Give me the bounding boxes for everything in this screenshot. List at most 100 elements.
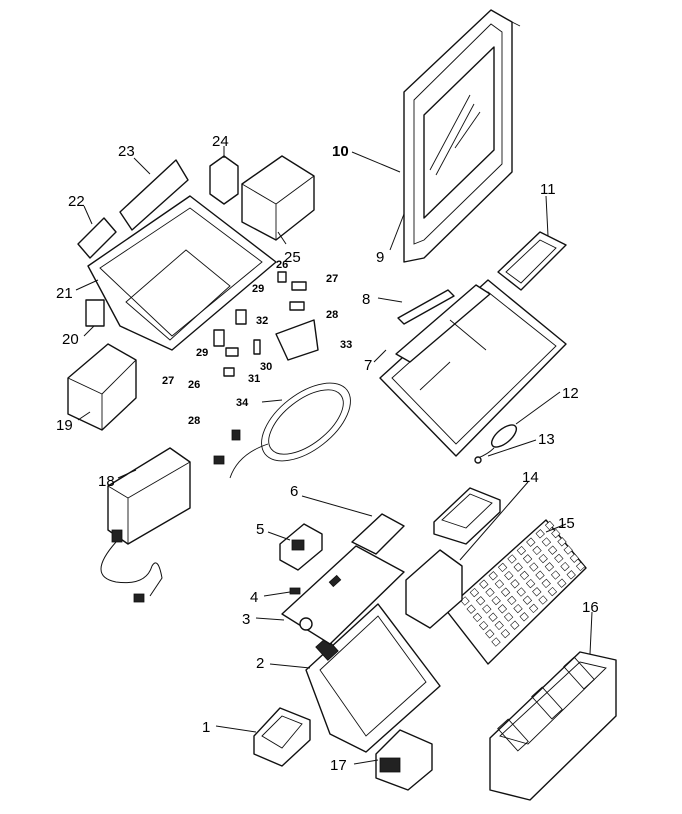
callout-22: 22	[68, 193, 85, 210]
keyboard-key	[569, 553, 580, 563]
callout-2: 2	[256, 655, 264, 672]
callout-10: 10	[332, 143, 349, 160]
part-11	[497, 231, 567, 291]
keyboard-key	[541, 537, 552, 547]
callout-13: 13	[538, 431, 555, 448]
keyboard-key	[557, 537, 567, 547]
keyboard-key	[494, 620, 504, 631]
callout-30: 30	[260, 361, 272, 373]
keyboard-key	[544, 520, 555, 531]
callout-5: 5	[256, 521, 264, 538]
keyboard-key	[504, 570, 514, 581]
keyboard-key	[500, 587, 511, 597]
callout-4: 4	[250, 589, 258, 606]
part-12	[490, 424, 518, 448]
part-16	[489, 651, 617, 801]
keyboard-key	[503, 612, 514, 622]
keyboard-key	[460, 596, 470, 606]
part-14	[433, 487, 501, 545]
keyboard-key	[532, 545, 542, 556]
keyboard-key	[485, 587, 495, 598]
part-display-bezel	[403, 9, 521, 263]
keyboard-key	[475, 596, 486, 606]
callout-17: 17	[330, 757, 347, 774]
keyboard-key	[488, 612, 498, 622]
keyboard-key	[526, 537, 536, 547]
callout-27-lower: 27	[162, 375, 174, 387]
leader-lines	[75, 146, 593, 765]
callout-24: 24	[212, 133, 229, 150]
part-8	[397, 289, 455, 325]
keyboard-key	[478, 620, 489, 631]
keyboard-key	[479, 579, 489, 589]
callout-25: 25	[284, 249, 301, 266]
keyboard-key	[519, 612, 529, 622]
keyboard-key	[560, 561, 570, 572]
callout-18: 18	[98, 473, 115, 490]
part-1	[253, 707, 311, 767]
keyboard-key	[538, 595, 548, 605]
part-17	[375, 729, 433, 791]
part-drive-module	[405, 549, 463, 629]
part-6	[351, 513, 405, 555]
part-20	[85, 299, 105, 327]
keyboard-key	[510, 620, 520, 630]
part-21-case	[87, 195, 277, 351]
keyboard-key	[466, 604, 476, 614]
part-2-base	[305, 603, 441, 753]
callout-28-upper: 28	[326, 309, 338, 321]
keyboard-key	[554, 553, 564, 564]
keyboard-key	[510, 579, 520, 589]
callout-21: 21	[56, 285, 73, 302]
callout-11: 11	[540, 181, 556, 198]
part-4	[289, 587, 301, 595]
keyboard-key	[519, 570, 530, 581]
keyboard-key	[525, 578, 536, 589]
keyboard-key	[550, 570, 561, 580]
keyboard-key	[547, 545, 558, 555]
keyboard-key	[485, 629, 495, 639]
keyboard-key	[529, 562, 539, 572]
callout-23: 23	[118, 143, 135, 160]
keyboard-key	[516, 587, 526, 597]
keyboard-key	[535, 570, 545, 580]
keyboard-key	[575, 561, 586, 572]
keyboard-key	[491, 595, 501, 606]
callout-7: 7	[364, 357, 372, 374]
callout-14: 14	[522, 469, 539, 486]
callout-12: 12	[562, 385, 579, 402]
callout-26-upper: 26	[276, 259, 288, 271]
callout-labels: 10 9 11 8 7 12 13 14 15 16 6 5 4 3 2 1 1…	[56, 133, 599, 774]
part-13	[474, 447, 495, 464]
keyboard-key	[513, 562, 523, 572]
callout-19: 19	[56, 417, 73, 434]
keyboard-key	[482, 604, 492, 614]
part-19-battery	[67, 343, 137, 431]
part-23	[119, 159, 189, 231]
keyboard-key	[563, 545, 573, 555]
keyboard-key	[494, 579, 505, 589]
callout-16: 16	[582, 599, 599, 616]
callout-8: 8	[362, 291, 370, 308]
keyboard-key	[551, 528, 561, 539]
part-34-cable	[213, 382, 351, 479]
callout-3: 3	[242, 611, 250, 628]
keyboard-key	[469, 587, 480, 598]
callout-1: 1	[202, 719, 210, 736]
part-25	[241, 155, 315, 241]
keyboard-key	[522, 554, 533, 564]
keyboard-key	[535, 529, 545, 539]
part-24	[209, 155, 239, 205]
keyboard-key	[532, 587, 542, 597]
keyboard-key	[472, 612, 483, 623]
keyboard-key	[544, 562, 555, 572]
callout-31: 31	[248, 373, 260, 385]
callout-9: 9	[376, 249, 384, 266]
part-15-keyboard	[445, 519, 587, 665]
part-18-adapter	[100, 447, 191, 603]
callout-34: 34	[236, 397, 249, 409]
callout-28-lower: 28	[188, 415, 200, 427]
part-7-frame	[379, 279, 567, 457]
